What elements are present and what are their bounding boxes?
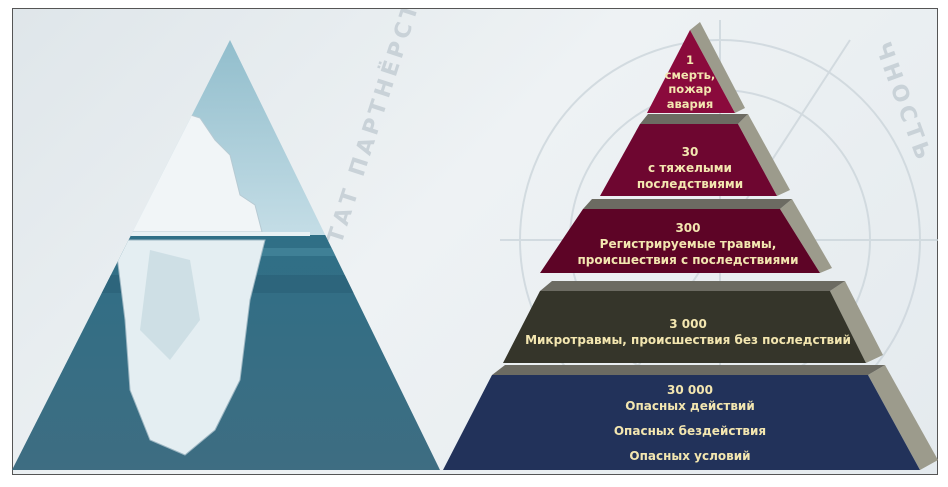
tier-2-value: 30	[681, 145, 699, 159]
tier-5-text: Опасных бездействия	[613, 424, 767, 438]
tier-4-text: Микротравмы, происшествия без последстви…	[525, 333, 851, 347]
tier-4	[503, 291, 866, 363]
tier-1-label: 1 смерть, пожар авария	[665, 53, 716, 111]
tier-3-text: происшествия с последствиями	[577, 253, 799, 267]
tier-2-text: последствиями	[636, 177, 744, 191]
iceberg-illustration	[12, 40, 440, 470]
tier-5-value: 30 000	[667, 383, 713, 397]
tier-3-label: 300 Регистрируемые травмы, происшествия …	[577, 220, 798, 268]
tier-3-value: 300	[675, 221, 701, 235]
tier-1-text: пожар	[668, 82, 712, 96]
tier-5-text: Опасных условий	[629, 449, 751, 463]
tier-2-label: 30 с тяжелыми последствиями	[637, 144, 743, 192]
tier-1-text: смерть,	[664, 67, 716, 82]
tier-2	[600, 124, 777, 196]
tier-5	[443, 375, 920, 470]
safety-pyramid	[443, 22, 938, 470]
tier-5-label: 30 000 Опасных действий Опасных бездейст…	[614, 382, 766, 464]
tier-4-label: 3 000 Микротравмы, происшествия без посл…	[525, 316, 851, 348]
tier-1-text: авария	[666, 96, 714, 111]
tier-3	[540, 209, 820, 273]
tier-3-text: Регистрируемые травмы,	[599, 237, 777, 251]
tier-1-value: 1	[685, 53, 694, 67]
tier-2-text: с тяжелыми	[648, 161, 732, 175]
tier-1	[647, 30, 735, 113]
tier-5-text: Опасных действий	[625, 399, 755, 413]
tier-4-value: 3 000	[669, 317, 707, 331]
